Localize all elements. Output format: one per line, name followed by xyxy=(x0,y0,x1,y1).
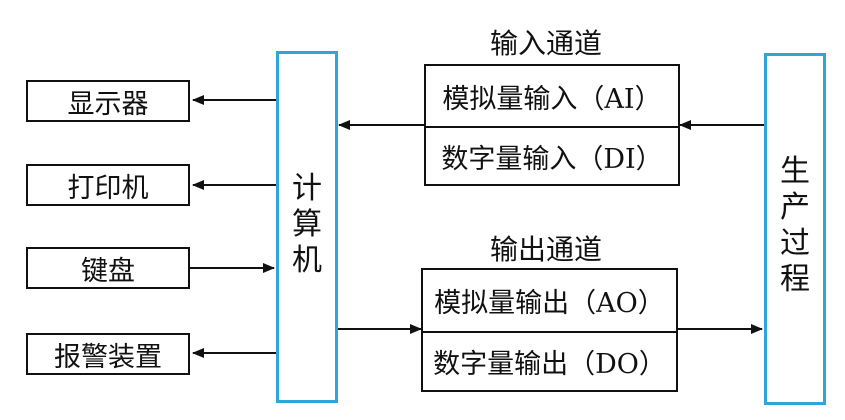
process-char: 程 xyxy=(780,262,810,297)
computer-label: 计 算 机 xyxy=(279,171,335,279)
display-label: 显示器 xyxy=(67,88,149,120)
printer-box: 打印机 xyxy=(26,164,190,206)
computer-char: 计 xyxy=(292,171,322,206)
alarm-box: 报警装置 xyxy=(26,333,190,375)
keyboard-box: 键盘 xyxy=(26,247,190,289)
input-channel-title: 输入通道 xyxy=(490,27,603,60)
keyboard-label: 键盘 xyxy=(81,255,135,287)
printer-label: 打印机 xyxy=(67,172,149,204)
alarm-label: 报警装置 xyxy=(54,341,162,373)
digital-input: 数字量输入（DI） xyxy=(441,143,663,175)
display-box: 显示器 xyxy=(26,80,190,122)
output-channel-box: 模拟量输出（AO） 数字量输出（DO） xyxy=(421,268,678,392)
process-box: 生 产 过 程 xyxy=(764,53,826,405)
process-char: 产 xyxy=(780,190,810,225)
computer-char: 算 xyxy=(292,207,322,242)
process-label: 生 产 过 程 xyxy=(767,154,823,298)
analog-input: 模拟量输入（AI） xyxy=(442,83,662,115)
computer-box: 计 算 机 xyxy=(276,51,338,403)
digital-output: 数字量输出（DO） xyxy=(433,348,666,380)
process-char: 过 xyxy=(780,226,810,261)
computer-char: 机 xyxy=(292,243,322,278)
analog-output: 模拟量输出（AO） xyxy=(434,288,665,319)
process-char: 生 xyxy=(780,154,810,189)
input-divider xyxy=(426,126,678,128)
output-channel-title: 输出通道 xyxy=(490,233,603,266)
input-channel-box: 模拟量输入（AI） 数字量输入（DI） xyxy=(424,64,680,186)
output-divider xyxy=(423,331,676,333)
